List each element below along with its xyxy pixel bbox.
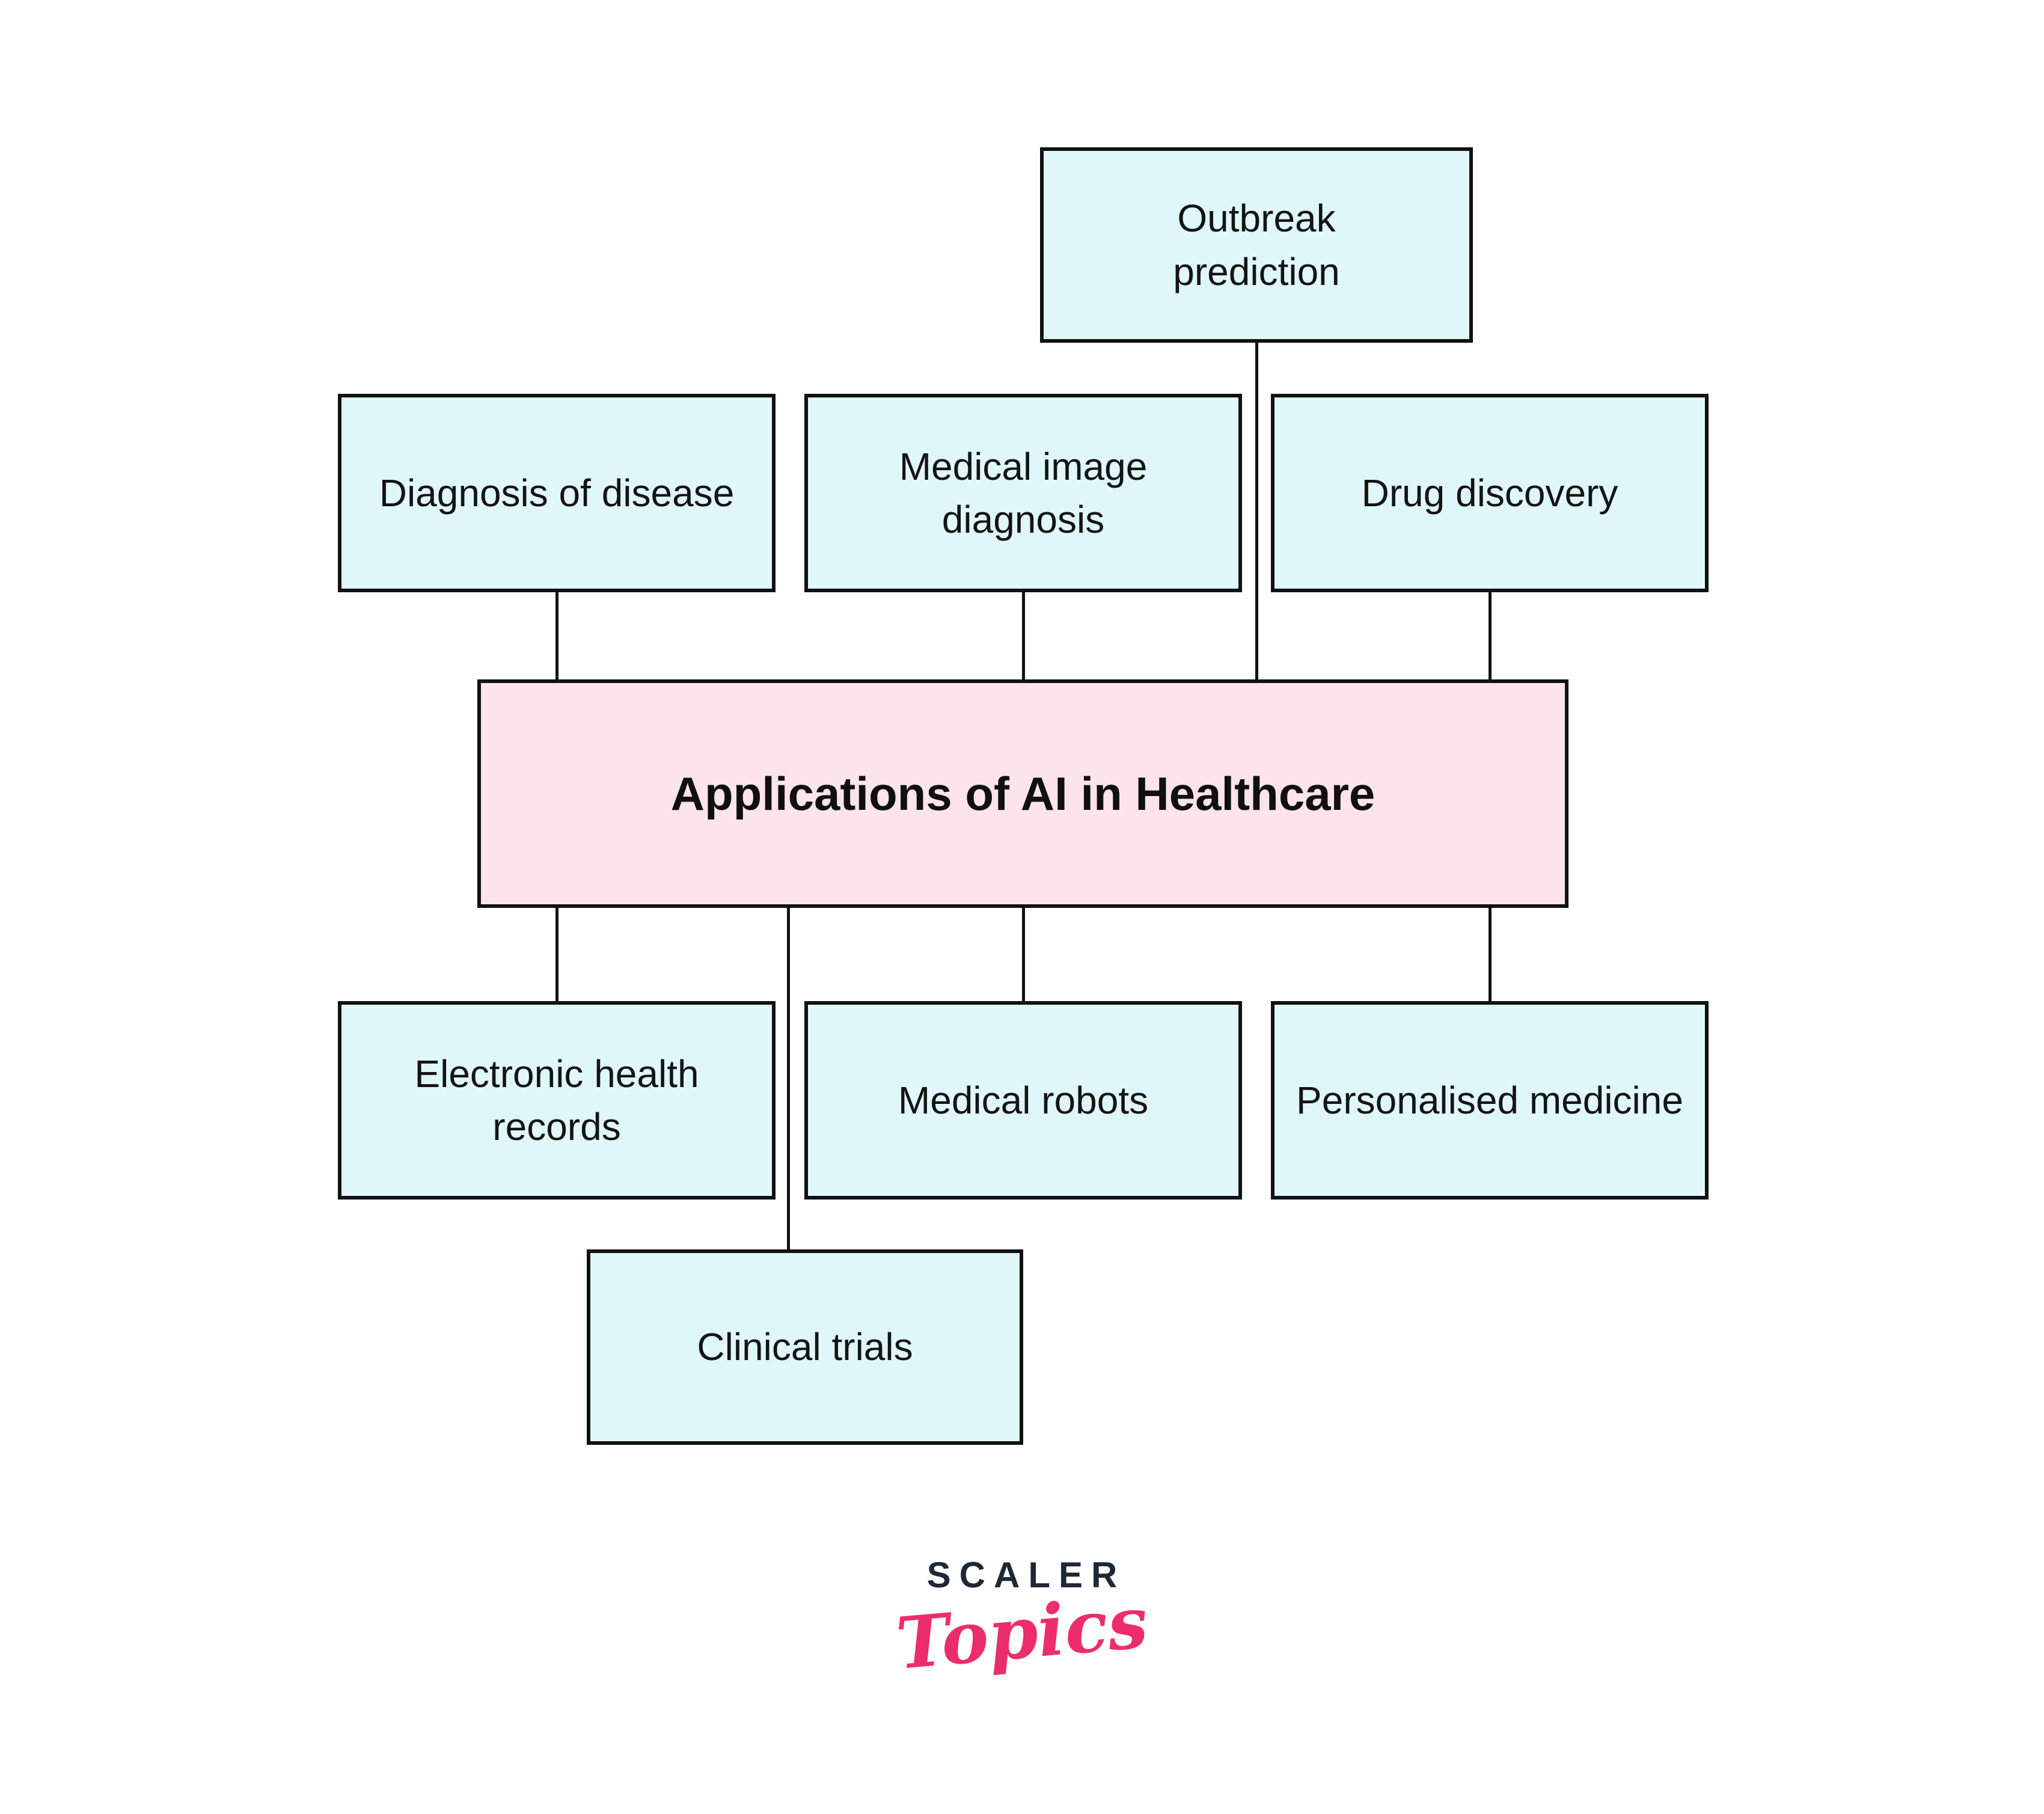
- node-outbreak-prediction: Outbreak prediction: [1040, 147, 1473, 343]
- node-personalised-medicine: Personalised medicine: [1271, 1001, 1709, 1200]
- connector-center-to-clinical-trials: [787, 908, 790, 1249]
- node-medical-robots: Medical robots: [804, 1001, 1242, 1200]
- node-label: Outbreak prediction: [1173, 197, 1340, 293]
- node-medical-image-diagnosis: Medical image diagnosis: [804, 394, 1242, 592]
- node-label: Electronic health records: [414, 1052, 699, 1148]
- connector-center-to-personalised-medicine: [1489, 908, 1492, 1001]
- connector-drug-discovery-to-center: [1489, 592, 1492, 679]
- connector-center-to-ehr: [555, 908, 558, 1001]
- scaler-topics-logo: SCALER Topics: [893, 1554, 1151, 1685]
- connector-diagnosis-to-center: [555, 592, 558, 679]
- node-label: Medical robots: [898, 1078, 1149, 1122]
- connector-center-to-medical-robots: [1022, 908, 1025, 1001]
- node-label: Medical image diagnosis: [899, 444, 1148, 541]
- node-label: Drug discovery: [1361, 471, 1618, 515]
- node-label: Diagnosis of disease: [379, 471, 735, 515]
- node-label: Personalised medicine: [1296, 1078, 1683, 1122]
- scaler-wordmark: SCALER: [926, 1555, 1126, 1595]
- connector-outbreak-to-center: [1255, 343, 1258, 679]
- node-applications-of-ai-in-healthcare: Applications of AI in Healthcare: [477, 679, 1568, 908]
- connector-medical-image-to-center: [1022, 592, 1025, 679]
- node-label: Clinical trials: [697, 1325, 913, 1369]
- node-clinical-trials: Clinical trials: [587, 1249, 1023, 1445]
- center-title: Applications of AI in Healthcare: [670, 767, 1375, 820]
- node-diagnosis-of-disease: Diagnosis of disease: [338, 394, 776, 592]
- topics-wordmark: Topics: [893, 1580, 1151, 1685]
- node-drug-discovery: Drug discovery: [1271, 394, 1709, 592]
- node-electronic-health-records: Electronic health records: [338, 1001, 776, 1200]
